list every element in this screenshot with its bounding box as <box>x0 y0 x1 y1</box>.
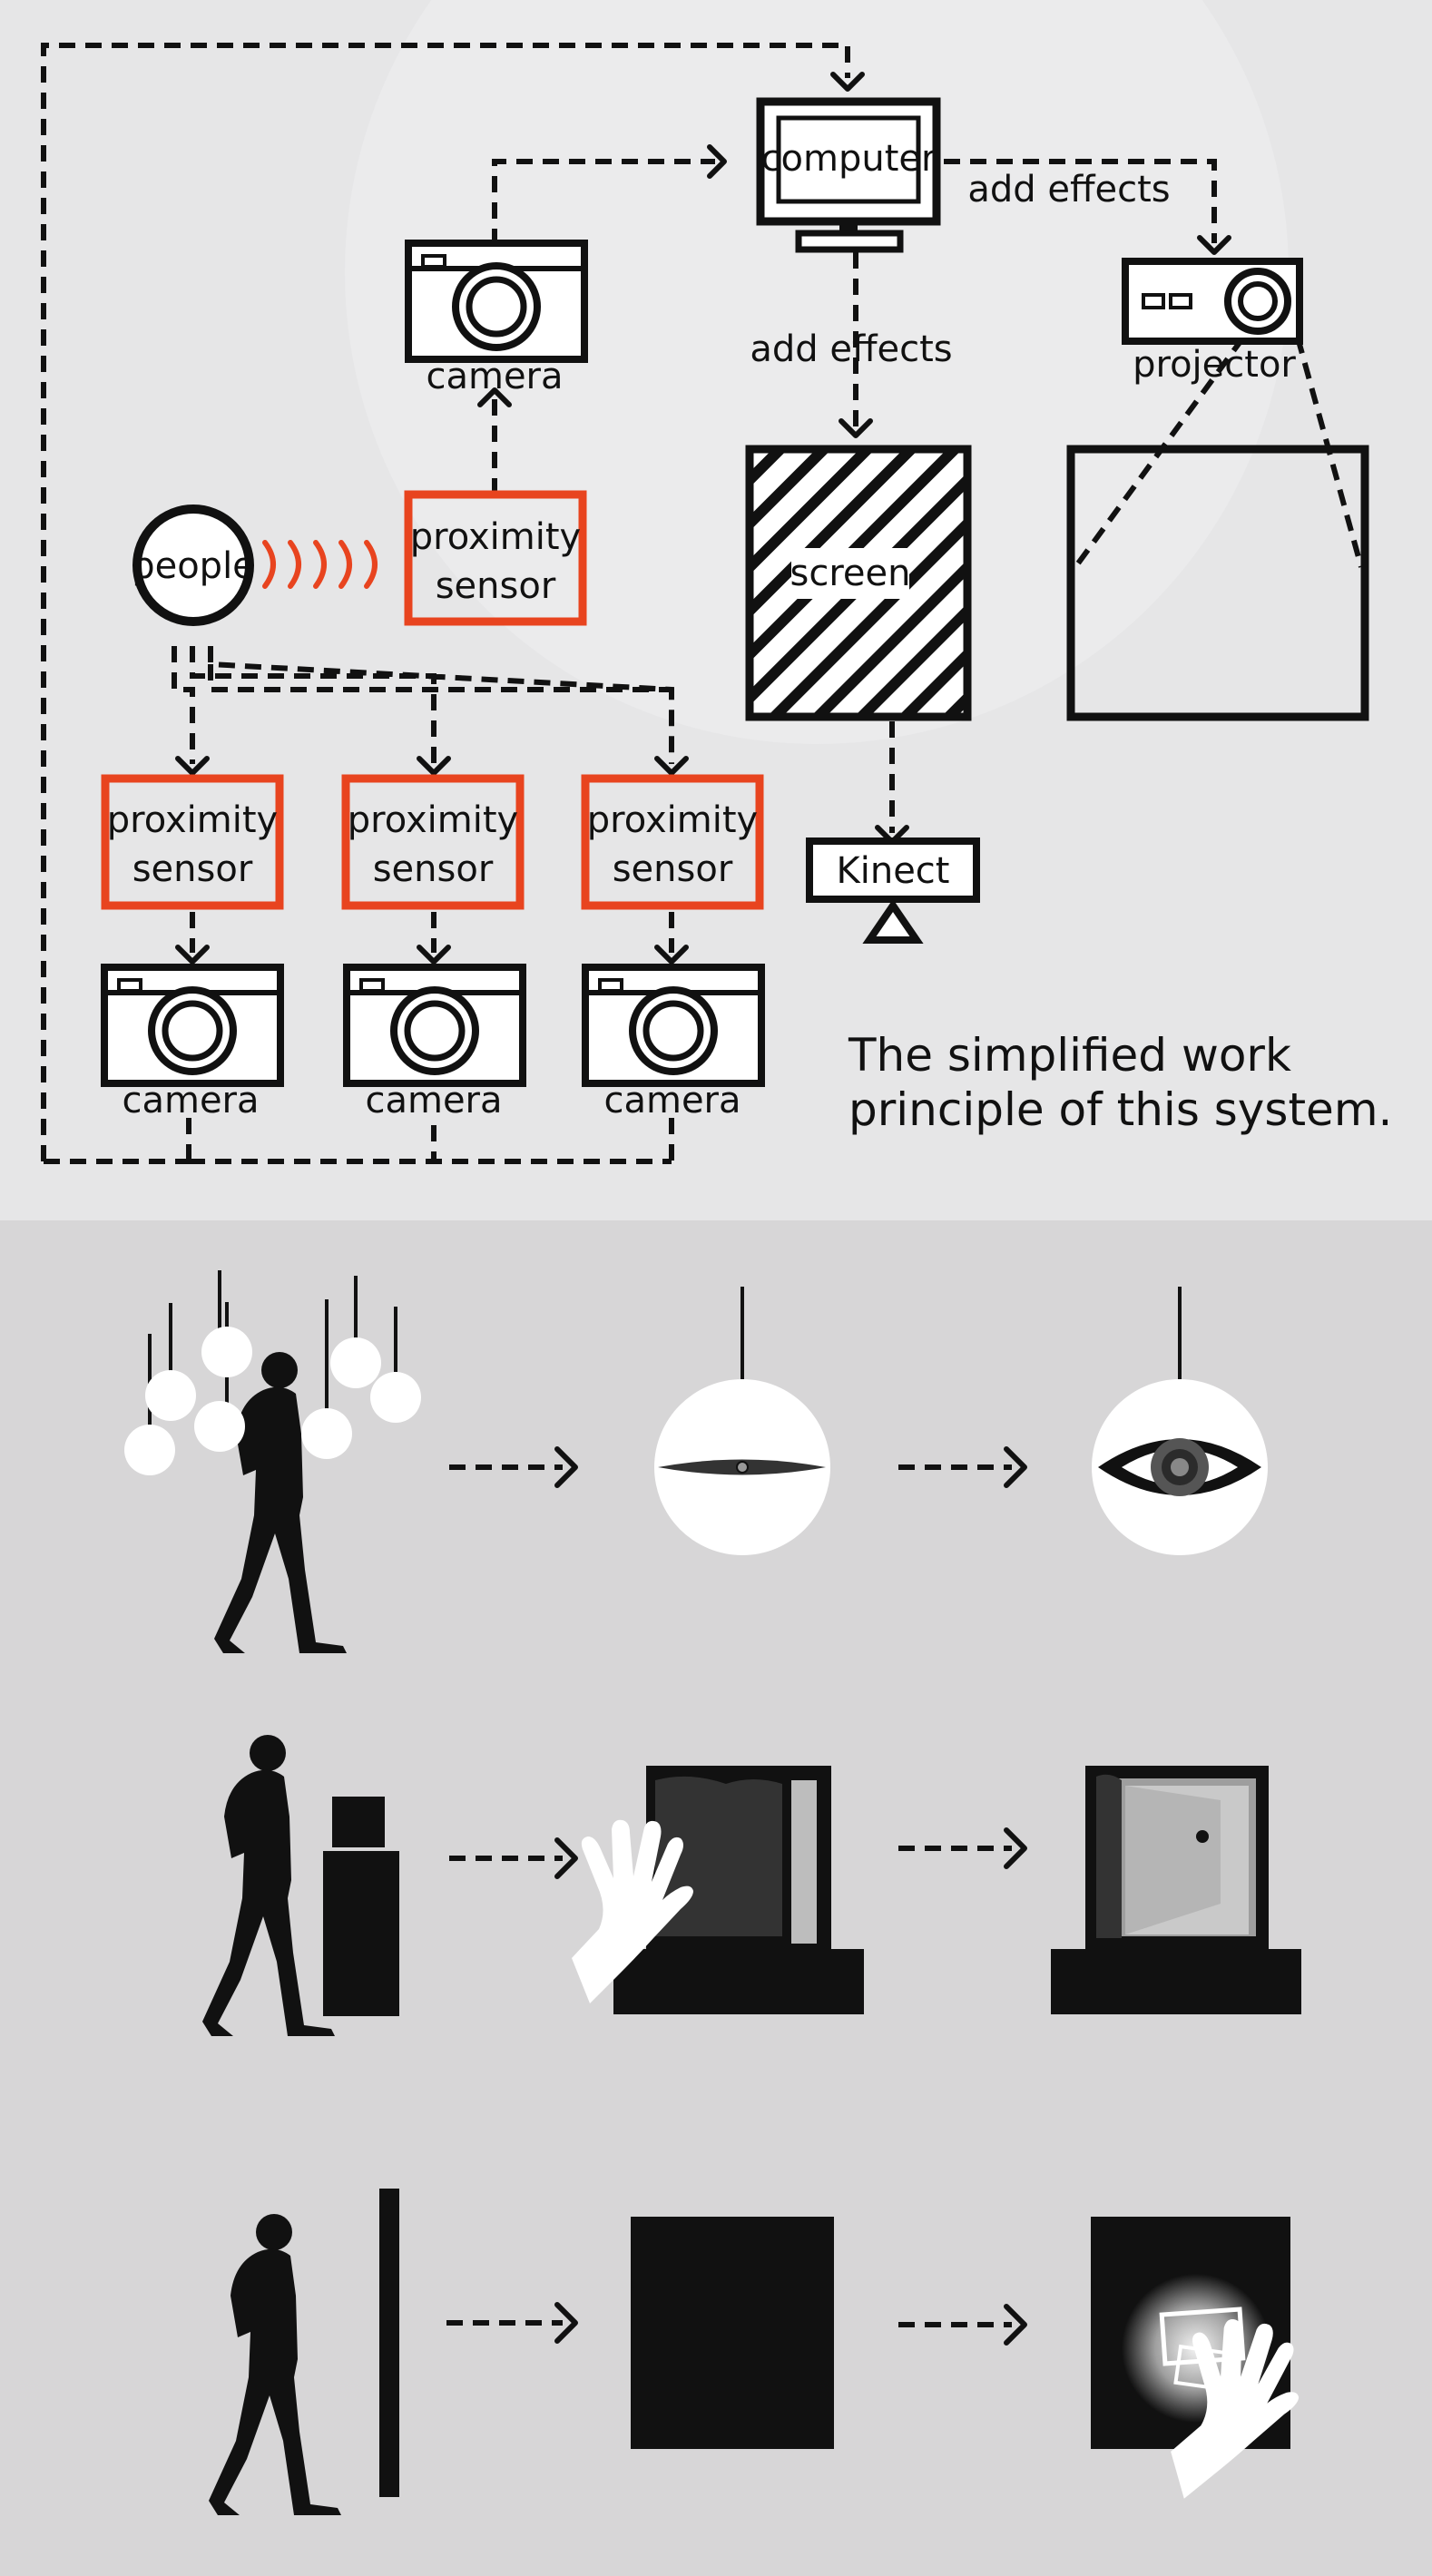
label-line: proximity <box>348 799 518 841</box>
camera-top-label: camera <box>426 356 563 397</box>
open-box-door-icon <box>1051 1766 1301 2014</box>
pedestal-top-icon <box>332 1797 385 1847</box>
people-label: people <box>132 545 255 587</box>
proximity-sensor-2 <box>341 774 525 910</box>
proximity-sensor-2-label: proximity sensor <box>348 799 518 890</box>
kinect-stand-icon <box>862 898 924 944</box>
label-line: proximity <box>107 799 278 841</box>
camera-1-label: camera <box>122 1080 259 1121</box>
scenario-hanging-lights <box>124 1270 421 1653</box>
wall-icon <box>379 2189 399 2497</box>
computer-icon <box>756 97 941 253</box>
label-line: sensor <box>373 848 494 890</box>
proximity-sensor-1 <box>101 774 284 910</box>
people-icon <box>132 504 254 626</box>
signal-waves-icon <box>262 540 378 589</box>
flow-lines <box>41 43 1364 1164</box>
proximity-sensor-3 <box>581 774 764 910</box>
label-line: sensor <box>436 565 556 607</box>
add-effects-projector-label: add effects <box>967 169 1170 211</box>
open-eye-orb-icon <box>1092 1287 1268 1555</box>
caption-line-1: The simplified work <box>848 1029 1291 1082</box>
dark-panel-icon <box>631 2217 834 2449</box>
kinect-label: Kinect <box>837 850 950 892</box>
label-line: sensor <box>613 848 733 890</box>
scenario-arrows <box>446 1446 1027 2346</box>
add-effects-screen-label: add effects <box>750 328 952 370</box>
closed-eye-orb-icon <box>654 1287 830 1555</box>
pedestal-icon <box>323 1851 399 2016</box>
camera-1-icon <box>104 967 280 1083</box>
scenario-wall-panel <box>209 2189 1307 2515</box>
proximity-sensor-top-label: proximity sensor <box>410 516 581 607</box>
camera-top-icon <box>408 243 584 359</box>
computer-label: computer <box>761 138 937 180</box>
label-line: sensor <box>132 848 253 890</box>
caption-line-2: principle of this system. <box>848 1083 1392 1136</box>
kinect-icon <box>806 837 980 903</box>
proximity-sensor-1-label: proximity sensor <box>107 799 278 890</box>
camera-2-icon <box>347 967 523 1083</box>
label-line: proximity <box>587 799 758 841</box>
light-bulbs <box>124 1327 421 1475</box>
screen-label: screen <box>790 553 911 594</box>
projector-label: projector <box>1133 344 1296 386</box>
camera-3-label: camera <box>603 1080 741 1121</box>
projection-surface <box>1066 445 1369 721</box>
label-line: proximity <box>410 516 581 558</box>
projector-icon <box>1122 258 1303 345</box>
screen-label-bg <box>791 548 909 599</box>
proximity-sensor-top <box>404 490 587 626</box>
scenario-box-curtain <box>202 1735 1301 2036</box>
proximity-sensor-3-label: proximity sensor <box>587 799 758 890</box>
camera-2-label: camera <box>365 1080 502 1121</box>
camera-3-icon <box>585 967 761 1083</box>
